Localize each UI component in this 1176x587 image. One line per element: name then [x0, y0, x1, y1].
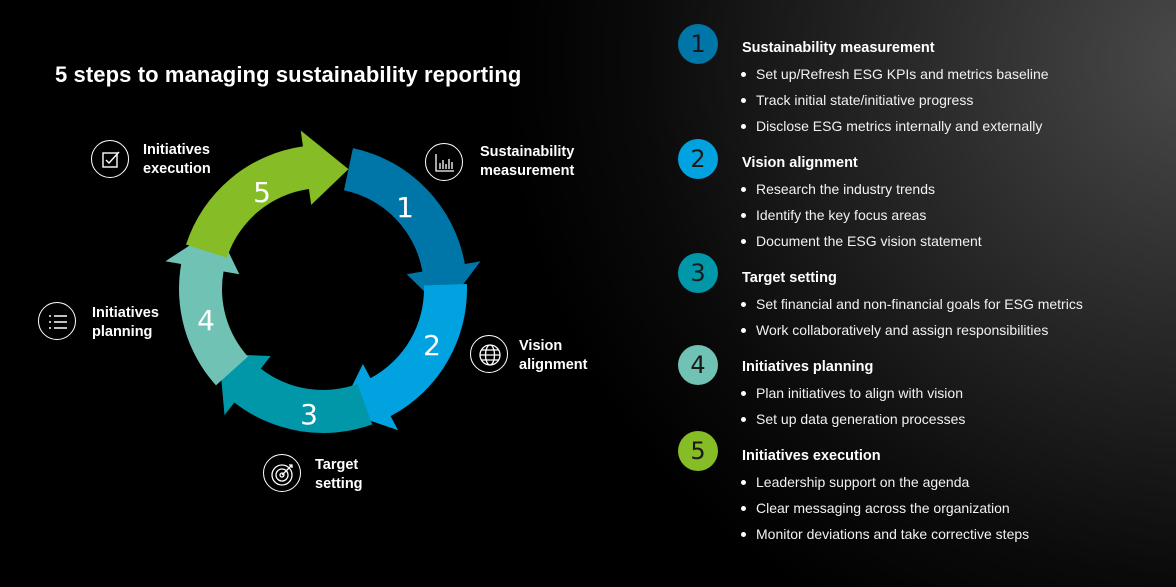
step-bullet: Leadership support on the agenda — [740, 469, 1029, 495]
label-line: Target — [315, 457, 359, 473]
step-bullet: Plan initiatives to align with vision — [740, 380, 965, 406]
step-heading: Vision alignment — [742, 155, 858, 171]
cycle-arrow-1 — [343, 148, 481, 311]
step-heading: Target setting — [742, 270, 837, 286]
step-bullet: Set up/Refresh ESG KPIs and metrics base… — [741, 61, 1049, 87]
label-line: measurement — [480, 163, 575, 179]
label-target-setting: Target setting — [315, 456, 363, 494]
step-badge-4: 4 — [678, 345, 718, 385]
label-initiatives-execution: Initiatives execution — [143, 141, 211, 179]
label-line: Initiatives — [92, 305, 159, 321]
label-sustainability-measurement: Sustainability measurement — [480, 143, 574, 181]
step-4: Initiatives planning Plan initiatives to… — [740, 358, 965, 432]
bar-chart-icon — [425, 143, 463, 181]
list-icon — [38, 302, 76, 340]
label-line: alignment — [519, 357, 588, 373]
cycle-number-3: 3 — [300, 398, 318, 431]
cycle-number-1: 1 — [396, 191, 414, 224]
label-initiatives-planning: Initiatives planning — [92, 304, 159, 342]
step-heading: Initiatives planning — [742, 359, 874, 375]
cycle-arrow-5 — [186, 130, 349, 258]
target-icon — [263, 454, 301, 492]
label-line: Initiatives — [143, 142, 210, 158]
step-bullet: Set financial and non-financial goals fo… — [741, 291, 1083, 317]
step-heading: Sustainability measurement — [742, 40, 935, 56]
step-bullet: Document the ESG vision statement — [741, 228, 982, 254]
label-line: Sustainability — [480, 144, 575, 160]
cycle-number-2: 2 — [423, 329, 441, 362]
label-line: Vision — [519, 338, 563, 354]
label-line: planning — [92, 324, 153, 340]
cycle-arrow-2 — [340, 283, 467, 431]
step-bullet: Track initial state/initiative progress — [741, 87, 1049, 113]
label-line: setting — [315, 476, 363, 492]
step-badge-1: 1 — [678, 24, 718, 64]
label-vision-alignment: Vision alignment — [519, 337, 587, 375]
step-badge-2: 2 — [678, 139, 718, 179]
cycle-number-4: 4 — [197, 304, 215, 337]
step-bullet: Set up data generation processes — [740, 406, 965, 432]
globe-icon — [470, 335, 508, 373]
step-badge-3: 3 — [678, 253, 718, 293]
step-bullet: Identify the key focus areas — [741, 202, 982, 228]
step-bullet: Research the industry trends — [741, 176, 982, 202]
page-title: 5 steps to managing sustainability repor… — [55, 62, 522, 87]
step-heading: Initiatives execution — [742, 448, 881, 464]
checkbox-icon — [91, 140, 129, 178]
step-bullet: Clear messaging across the organization — [740, 495, 1029, 521]
cycle-diagram: 1 2 3 4 5 — [165, 130, 481, 434]
step-5: Initiatives execution Leadership support… — [740, 447, 1029, 547]
step-3: Target setting Set financial and non-fin… — [741, 269, 1083, 343]
cycle-arrow-3 — [219, 353, 373, 434]
step-bullet: Disclose ESG metrics internally and exte… — [741, 113, 1049, 139]
cycle-number-5: 5 — [253, 176, 271, 209]
step-2: Vision alignment Research the industry t… — [741, 154, 982, 254]
step-bullet: Work collaboratively and assign responsi… — [741, 317, 1083, 343]
label-line: execution — [143, 161, 211, 177]
step-bullet: Monitor deviations and take corrective s… — [740, 521, 1029, 547]
step-1: Sustainability measurement Set up/Refres… — [741, 39, 1049, 139]
step-badge-5: 5 — [678, 431, 718, 471]
cycle-arrow-4 — [165, 227, 248, 386]
